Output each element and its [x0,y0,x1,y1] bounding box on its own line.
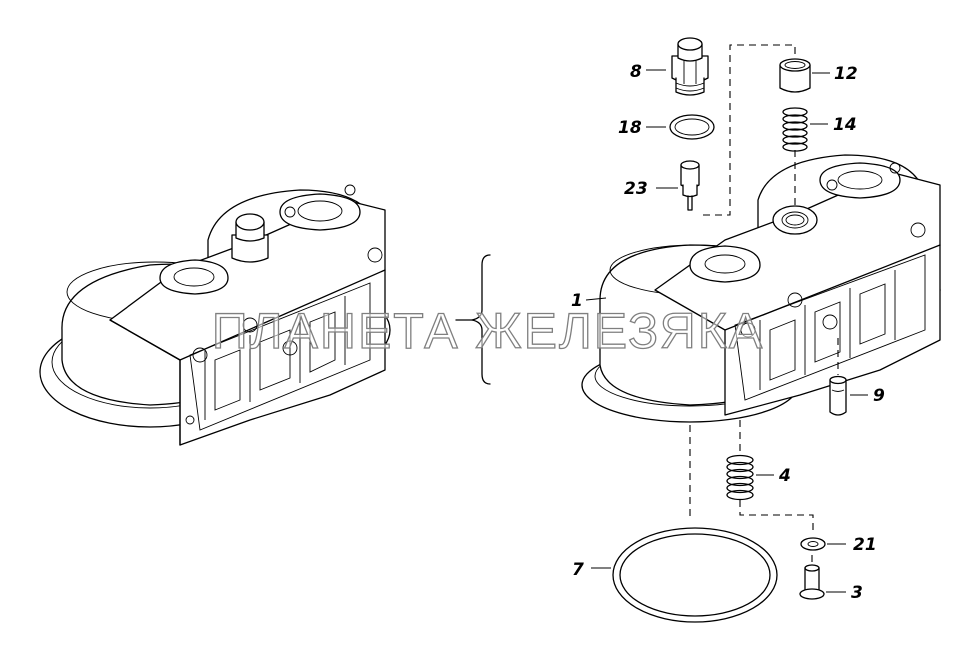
callout-21: 21 [853,535,877,555]
assembled-housing-left [39,184,391,446]
callout-1: 1 [571,291,583,311]
callout-8: 8 [630,62,642,82]
part-7-large-o-ring [612,527,778,623]
assembly-dashed-lines [689,44,839,562]
part-8-plug [671,37,709,96]
leader-lines [585,69,868,593]
housing-right [581,154,941,423]
callout-3: 3 [851,583,863,603]
callout-9: 9 [873,386,885,406]
part-12-sleeve [779,58,811,93]
callout-14: 14 [833,115,857,135]
callout-12: 12 [834,64,858,84]
part-3-screw-plug [799,564,825,600]
watermark-text: ПЛАНЕТА ЖЕЛЕЗЯКА [212,303,764,359]
part-14-spring [782,107,808,152]
part-23-valve-pin [680,160,700,211]
part-21-washer [800,537,826,551]
callout-7: 7 [572,560,584,580]
part-4-spring [726,454,754,501]
part-18-o-ring [669,114,715,140]
callout-4: 4 [778,466,791,486]
part-9-piston [829,375,847,416]
callout-18: 18 [618,118,642,138]
callout-23: 23 [624,179,648,199]
